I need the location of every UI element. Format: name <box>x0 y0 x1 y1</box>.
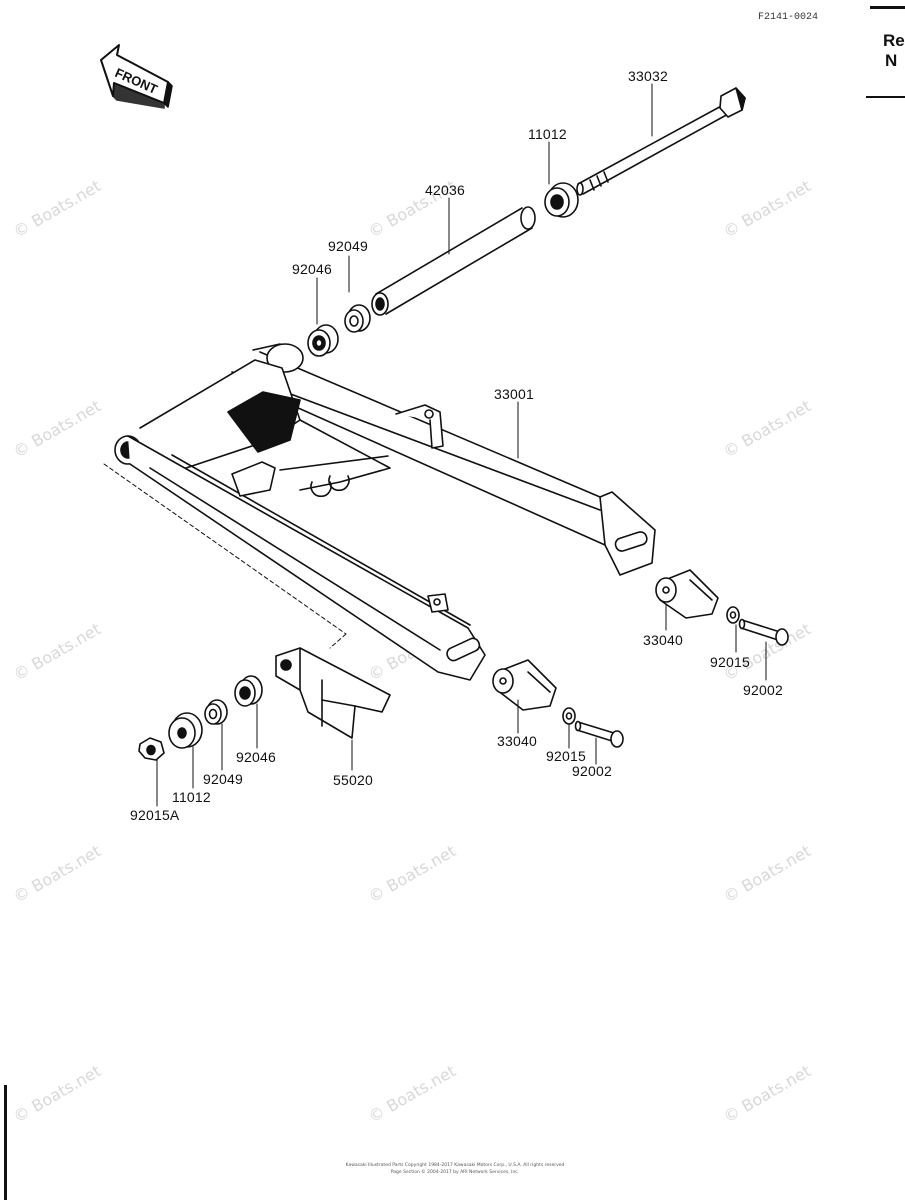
collar-92049-bottom <box>204 699 228 725</box>
corner-text-2: N <box>885 51 898 70</box>
part-label-33040: 33040 <box>643 632 683 648</box>
part-label-92015: 92015 <box>710 654 750 670</box>
diagram-code: F2141-0024 <box>758 12 819 23</box>
bearing-92046-bottom <box>234 675 263 707</box>
part-label-11012: 11012 <box>528 126 567 142</box>
bearing-92046-top <box>307 324 339 357</box>
seal-11012-top <box>544 182 579 218</box>
corner-rule-top <box>870 6 905 9</box>
part-label-92046: 92046 <box>292 261 332 277</box>
guide-lines <box>103 463 347 649</box>
part-label-55020: 55020 <box>333 772 373 788</box>
part-label-92002: 92002 <box>743 682 783 698</box>
part-label-42036: 42036 <box>425 182 465 198</box>
nut-92015A <box>138 737 165 761</box>
leader-lines <box>156 83 767 807</box>
footer-copyright-line-2: Page Section © 2004-2017 by ARI Network … <box>390 1170 520 1175</box>
nut-92015-left <box>562 707 576 725</box>
chain-adjuster-33040-right <box>655 569 719 619</box>
front-arrow-icon: FRONT <box>100 44 173 109</box>
bolt-92002-left <box>574 720 624 748</box>
pivot-bolt-33032 <box>576 87 746 196</box>
part-label-33001: 33001 <box>494 386 534 402</box>
seal-11012-bottom <box>168 712 203 749</box>
footer-copyright-line-1: Kawasaki Illustrated Parts Copyright 198… <box>345 1163 565 1168</box>
part-label-92015A: 92015A <box>130 807 180 823</box>
sleeve-42036 <box>371 206 536 316</box>
swingarm-33001 <box>114 343 656 681</box>
chain-guide-55020 <box>275 647 391 739</box>
corner-text-1: Re <box>883 31 905 50</box>
nut-92015-right <box>726 606 740 624</box>
part-label-92049: 92049 <box>203 771 243 787</box>
part-label-11012: 11012 <box>172 789 211 805</box>
part-label-33040: 33040 <box>497 733 537 749</box>
corner-rule-bottom <box>866 96 905 98</box>
part-label-92015: 92015 <box>546 748 586 764</box>
left-edge-line <box>4 1085 7 1200</box>
part-label-92046: 92046 <box>236 749 276 765</box>
chain-adjuster-33040-left <box>492 659 557 711</box>
bolt-92002-right <box>738 618 789 646</box>
part-label-92049: 92049 <box>328 238 368 254</box>
part-label-33032: 33032 <box>628 68 668 84</box>
part-label-92002: 92002 <box>572 763 612 779</box>
collar-92049-top <box>344 304 371 333</box>
